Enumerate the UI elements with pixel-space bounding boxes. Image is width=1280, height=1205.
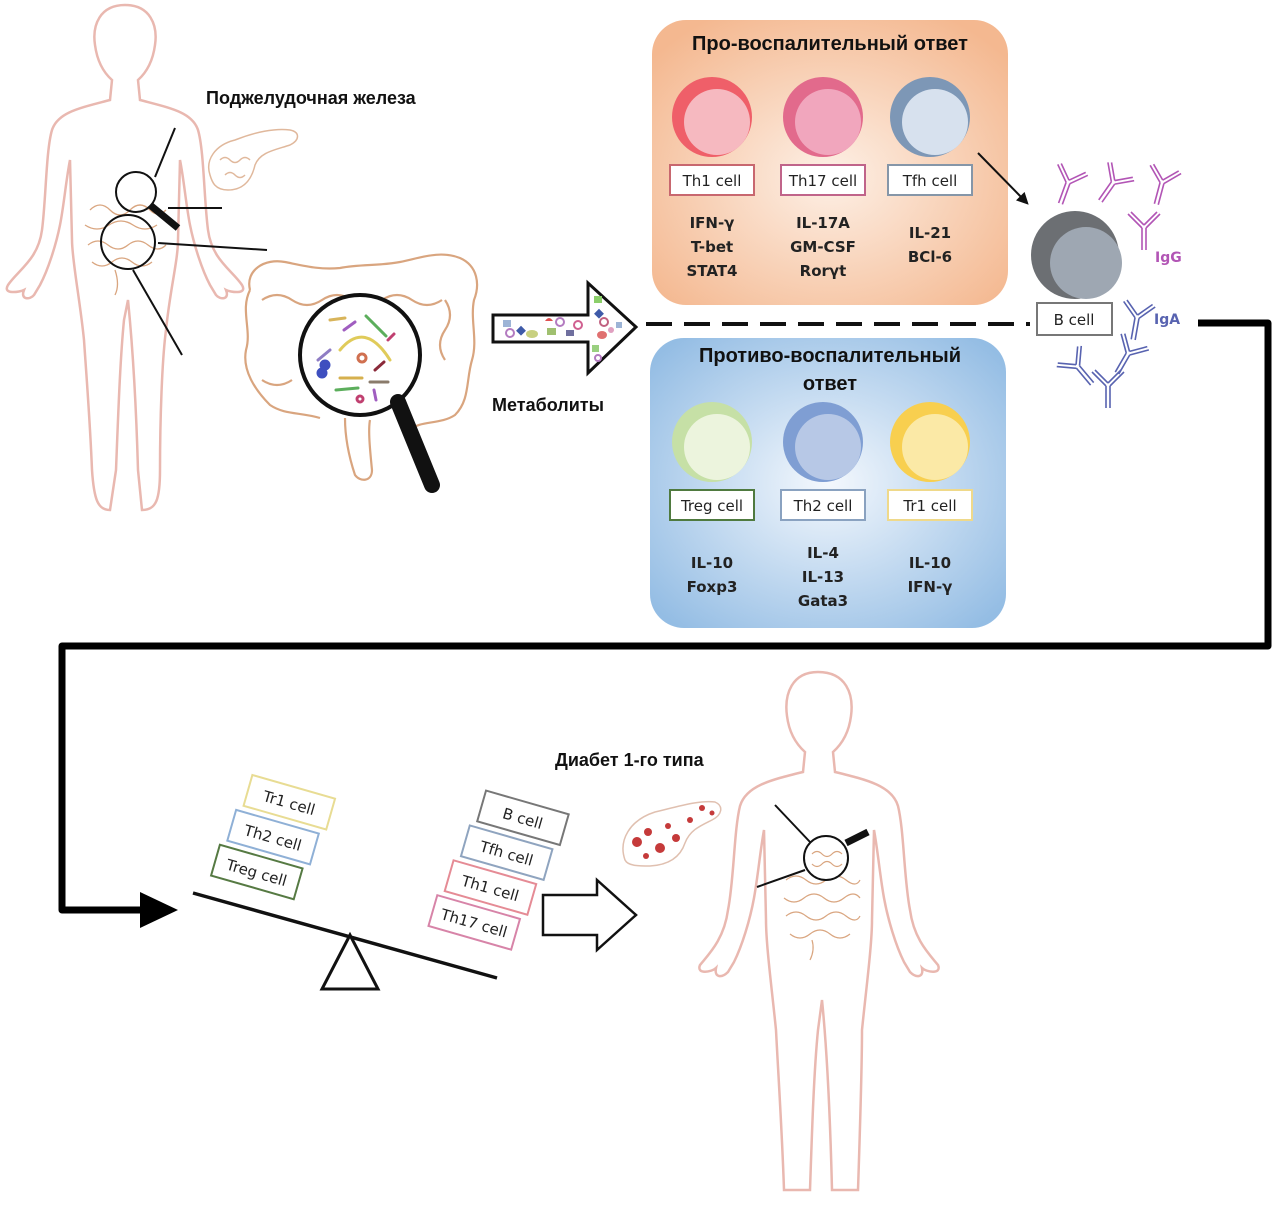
antibody-icon bbox=[1057, 163, 1089, 205]
metabolites-label: Метаболиты bbox=[492, 395, 604, 415]
antibody-icon bbox=[1091, 369, 1125, 408]
tfh-cell-marker: BCl-6 bbox=[908, 248, 952, 266]
th17-cell-marker: Rorγt bbox=[800, 262, 847, 280]
tfh-cell-nucleus bbox=[902, 89, 968, 155]
balance-b-cell-box bbox=[475, 789, 570, 847]
gut-diabetic-illustration bbox=[783, 875, 861, 961]
th2-cell-nucleus bbox=[795, 414, 861, 480]
pro-inflammatory-panel: Про-воспалительный ответ Th1 cellIFN-γT-… bbox=[652, 20, 1008, 305]
magnifier-circles-body bbox=[100, 127, 268, 356]
human-body-healthy bbox=[5, 3, 245, 512]
th1-cell-label-box bbox=[669, 164, 755, 196]
scale-beam bbox=[192, 891, 498, 980]
outcome-arrow bbox=[541, 877, 638, 953]
pancreas-illustration bbox=[208, 128, 299, 191]
iga-label: IgA bbox=[1154, 312, 1180, 328]
treg-cell-marker: IL-10 bbox=[691, 554, 733, 572]
diabetes-label: Диабет 1-го типа bbox=[555, 750, 705, 770]
antibody-icon bbox=[1127, 211, 1161, 250]
tr1-cell-nucleus bbox=[902, 414, 968, 480]
treg-cell-marker: Foxp3 bbox=[687, 578, 738, 596]
tfh-cell-label-box bbox=[887, 164, 973, 196]
balance-treg-cell-box bbox=[209, 843, 304, 901]
pancreas-label: Поджелудочная железа bbox=[206, 88, 417, 108]
th1-cell-nucleus bbox=[684, 89, 750, 155]
anti-inflammatory-title-line1: Противо-воспалительный bbox=[699, 345, 961, 367]
tr1-cell-marker: IFN-γ bbox=[908, 578, 953, 596]
tfh-cell-label: Tfh cell bbox=[902, 172, 958, 190]
antibody-icon bbox=[1123, 299, 1156, 341]
balance-th17-cell-box bbox=[427, 893, 522, 951]
th1-cell-marker: IFN-γ bbox=[690, 214, 735, 232]
tr1-cell-label: Tr1 cell bbox=[902, 497, 956, 515]
th17-cell-marker: GM-CSF bbox=[790, 238, 856, 256]
igg-label: IgG bbox=[1155, 250, 1182, 266]
magnifier-diabetic bbox=[756, 804, 870, 888]
human-body-diabetic bbox=[698, 670, 940, 1192]
th2-cell-marker: IL-13 bbox=[802, 568, 844, 586]
scale-fulcrum bbox=[319, 931, 381, 991]
balance-th2-cell-box bbox=[226, 808, 321, 866]
th17-cell-label: Th17 cell bbox=[788, 172, 857, 190]
pro-inflammatory-title: Про-воспалительный ответ bbox=[692, 33, 968, 55]
antibody-icon bbox=[1149, 163, 1182, 205]
antibody-icon bbox=[1114, 333, 1150, 375]
th2-cell-label: Th2 cell bbox=[793, 497, 853, 515]
th1-cell-marker: STAT4 bbox=[687, 262, 738, 280]
magnifier-microbiota bbox=[298, 293, 440, 493]
tfh-cell-marker: IL-21 bbox=[909, 224, 951, 242]
tfh-to-bcell-arrow bbox=[977, 152, 1029, 205]
b-cell-nucleus bbox=[1050, 227, 1122, 299]
anti-inflammatory-title-line2: ответ bbox=[803, 373, 857, 395]
antibody-icon bbox=[1098, 162, 1135, 203]
tr1-cell-label-box bbox=[887, 489, 973, 521]
balance-tfh-cell-box bbox=[459, 824, 554, 882]
th1-cell-marker: T-bet bbox=[691, 238, 733, 256]
th1-cell-label: Th1 cell bbox=[682, 172, 742, 190]
th17-cell-label-box bbox=[780, 164, 866, 196]
b-cell-group: B cell IgG IgA bbox=[1031, 162, 1182, 408]
tr1-cell-marker: IL-10 bbox=[909, 554, 951, 572]
treg-cell-label: Treg cell bbox=[680, 497, 743, 515]
feedback-connector bbox=[58, 319, 1272, 914]
balance-tr1-cell-box bbox=[242, 773, 337, 831]
antibody-icon bbox=[1056, 345, 1095, 386]
treg-cell-label-box bbox=[669, 489, 755, 521]
metabolites-arrow bbox=[491, 279, 639, 377]
th2-cell-label-box bbox=[780, 489, 866, 521]
anti-inflammatory-panel: Противо-воспалительный ответ Treg cellIL… bbox=[650, 338, 1006, 628]
diseased-pancreas-illustration bbox=[622, 800, 722, 867]
b-cell-label-box bbox=[1036, 302, 1113, 336]
b-cell-label: B cell bbox=[1054, 311, 1095, 329]
th2-cell-marker: IL-4 bbox=[807, 544, 839, 562]
connector-arrowhead bbox=[140, 892, 178, 928]
treg-cell-nucleus bbox=[684, 414, 750, 480]
balance-th1-cell-box bbox=[443, 859, 538, 917]
th17-cell-marker: IL-17A bbox=[796, 214, 850, 232]
th17-cell-nucleus bbox=[795, 89, 861, 155]
th2-cell-marker: Gata3 bbox=[798, 592, 848, 610]
